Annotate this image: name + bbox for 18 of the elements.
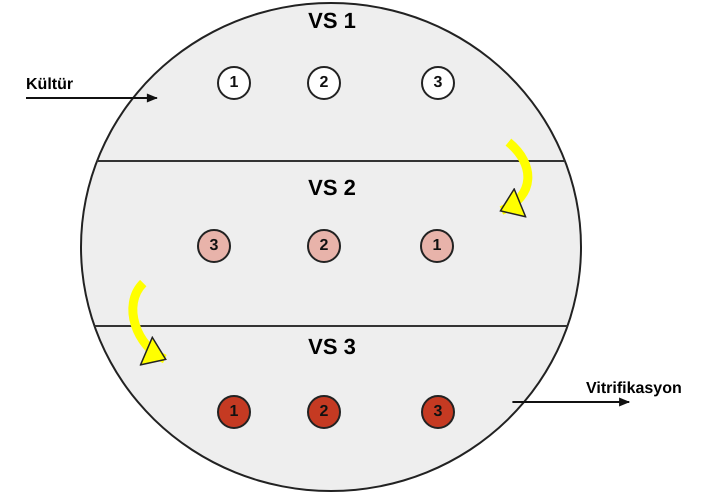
band-title: VS 2 <box>308 175 356 201</box>
numbered-circle: 1 <box>217 66 251 100</box>
numbered-circle: 2 <box>307 229 341 263</box>
arrow <box>512 398 630 406</box>
arrow <box>26 94 158 102</box>
band-title: VS 1 <box>308 8 356 34</box>
band-title: VS 3 <box>308 334 356 360</box>
curved-arrow <box>499 138 532 216</box>
arrow-label: Kültür <box>26 76 74 94</box>
numbered-circle: 1 <box>420 229 454 263</box>
numbered-circle: 1 <box>217 395 251 429</box>
numbered-circle: 3 <box>421 395 455 429</box>
numbered-circle: 2 <box>307 66 341 100</box>
curved-arrow <box>128 280 167 364</box>
arrow-label: Vitrifikasyon <box>586 380 682 398</box>
numbered-circle: 3 <box>421 66 455 100</box>
numbered-circle: 2 <box>307 395 341 429</box>
numbered-circle: 3 <box>197 229 231 263</box>
